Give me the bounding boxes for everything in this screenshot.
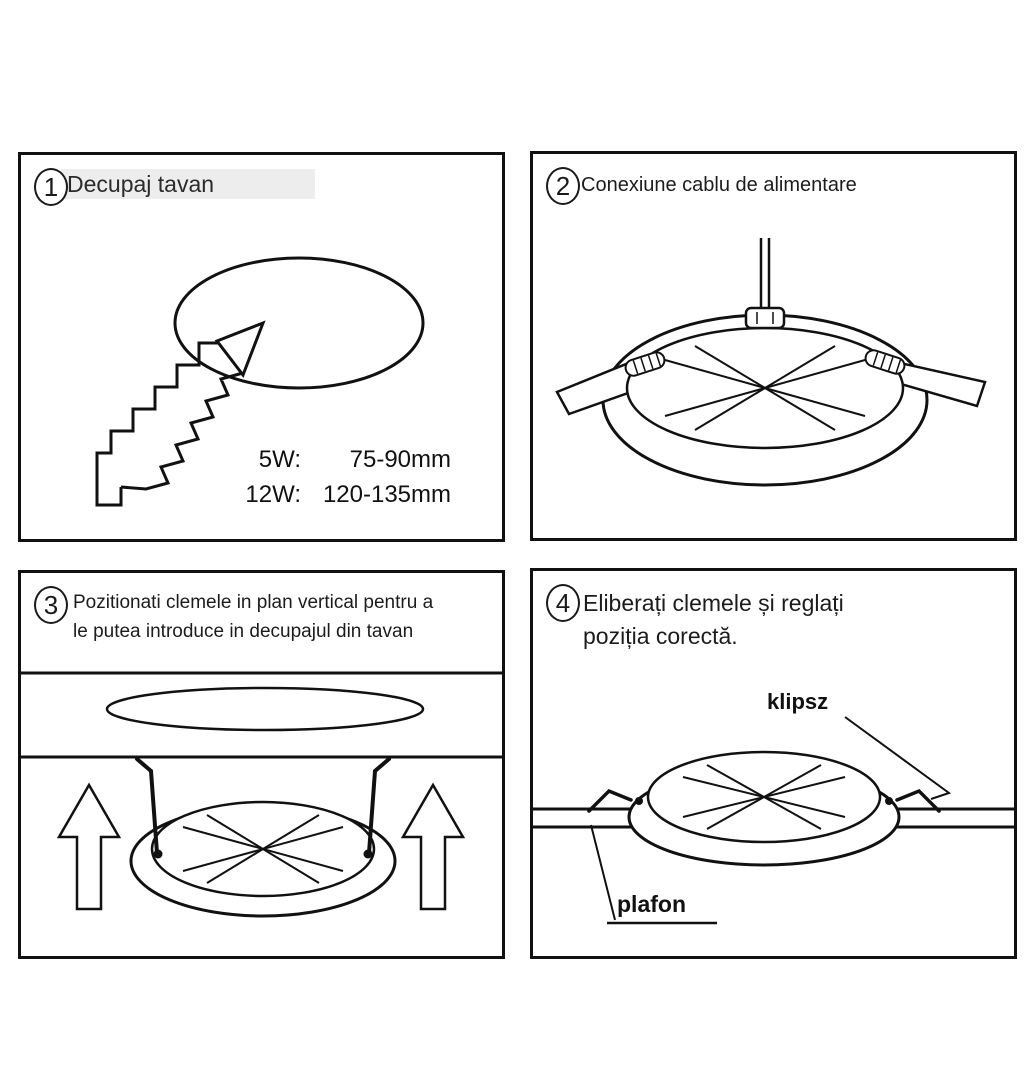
ceiling-label: plafon bbox=[617, 891, 686, 917]
spec-value: 75-90mm bbox=[349, 446, 451, 473]
spec-label: 12W: bbox=[245, 481, 301, 508]
saw-cut-arrow bbox=[95, 320, 266, 507]
title-highlight bbox=[61, 169, 315, 199]
ceiling-cross-section bbox=[533, 807, 1014, 829]
step-4-panel: 4 Eliberați clemele și reglați poziția c… bbox=[530, 568, 1017, 959]
ceiling-cross-section bbox=[21, 671, 502, 759]
step-3-title: Pozitionati clemele in plan vertical pen… bbox=[73, 588, 433, 646]
step-3-badge: 3 bbox=[34, 586, 68, 624]
spec-value: 120-135mm bbox=[322, 481, 451, 508]
face-lattice bbox=[682, 764, 846, 830]
cable-connector bbox=[744, 306, 786, 330]
step-4-title: Eliberați clemele și reglați poziția cor… bbox=[583, 587, 844, 653]
up-arrow-left bbox=[56, 782, 122, 911]
retention-clip-right bbox=[363, 757, 391, 859]
clip-label: klipsz bbox=[767, 689, 829, 714]
face-lattice bbox=[182, 814, 344, 884]
step-1-panel: 1 Decupaj tavan 5W: 75-90mm 12W: 120-135… bbox=[18, 152, 505, 542]
step-2-title: Conexiune cablu de alimentare bbox=[581, 174, 857, 196]
step-3-title-line2: le putea introduce in decupajul din tava… bbox=[73, 621, 414, 642]
size-specs: 5W: 75-90mm 12W: 120-135mm bbox=[161, 443, 451, 512]
up-arrow-right bbox=[400, 782, 466, 911]
step-3-title-line1: Pozitionati clemele in plan vertical pen… bbox=[73, 592, 434, 613]
step-4-title-line1: Eliberați clemele și reglați bbox=[583, 590, 844, 616]
spring-coil-right bbox=[864, 349, 906, 375]
ceiling-cutout-diagram bbox=[95, 256, 425, 507]
cutout-hole bbox=[105, 686, 425, 732]
step-4-badge: 4 bbox=[546, 584, 580, 622]
retention-clip-left bbox=[135, 757, 163, 859]
arrow-head bbox=[214, 320, 266, 379]
step-2-badge: 2 bbox=[546, 167, 580, 205]
released-clip-left bbox=[587, 788, 643, 813]
step-2-panel: 2 Conexiune cablu de alimentare bbox=[530, 151, 1017, 541]
clip-leader-line bbox=[844, 716, 952, 800]
step-1-title: Decupaj tavan bbox=[67, 171, 215, 197]
spring-coil-left bbox=[624, 351, 666, 377]
released-clip-right bbox=[885, 788, 941, 813]
step-4-title-line2: poziția corectă. bbox=[583, 623, 738, 649]
step-3-panel: 3 Pozitionati clemele in plan vertical p… bbox=[18, 570, 505, 959]
spec-label: 5W: bbox=[258, 446, 301, 473]
step-1-badge: 1 bbox=[34, 168, 68, 206]
face-lattice bbox=[664, 345, 866, 431]
ceiling-leader-line bbox=[590, 824, 616, 921]
power-cable-connection-diagram bbox=[555, 238, 987, 487]
clips-vertical-diagram bbox=[21, 671, 502, 918]
installed-panel-diagram bbox=[533, 716, 1014, 925]
power-cable bbox=[759, 238, 771, 312]
cutout-ellipse bbox=[173, 256, 425, 390]
